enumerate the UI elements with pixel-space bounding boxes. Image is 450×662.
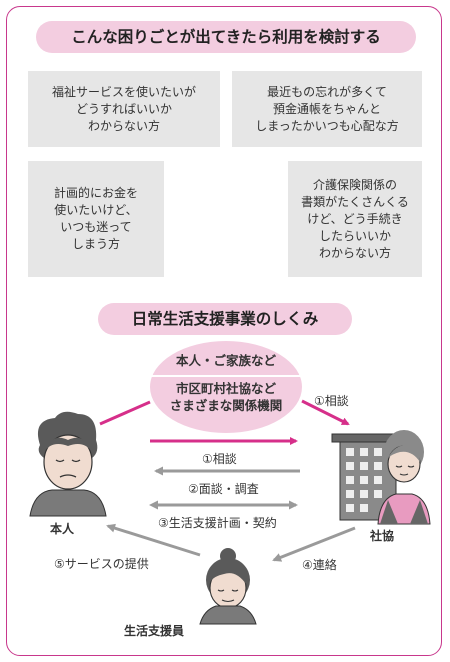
outer-frame — [6, 6, 442, 656]
label-council: 社協 — [370, 529, 395, 543]
consultation-oval — [150, 341, 302, 433]
label-consult-outer: ①相談 — [314, 394, 349, 408]
oval-bottom-label: 市区町村社協など さまざまな関係機関 — [169, 381, 283, 413]
concern-box-money-planning: 計画的にお金を 使いたいけど、 いつも迷って しまう方 — [28, 161, 164, 277]
arrow-person-to-oval — [99, 400, 151, 426]
arrow-supporter-to-person — [106, 523, 201, 557]
label-service: ⑤サービスの提供 — [54, 557, 149, 571]
concern-box-insurance-docs: 介護保険関係の 書類がたくさんくる けど、どう手続き したらいいか わからない方 — [288, 161, 422, 277]
section-header-concerns: こんな困りごとが出てきたら利用を検討する — [36, 21, 416, 53]
label-contact: ④連絡 — [302, 558, 337, 572]
person-illustration — [29, 411, 107, 517]
label-interview: ②面談・調査 — [188, 482, 259, 496]
section-header-mechanism: 日常生活支援事業のしくみ — [98, 303, 352, 335]
oval-divider — [150, 375, 302, 377]
council-staff-illustration — [377, 430, 431, 525]
supporter-illustration — [199, 548, 257, 625]
label-plan-contract: ③生活支援計画・契約 — [158, 516, 277, 530]
arrow-oval-to-council — [301, 399, 350, 426]
label-supporter: 生活支援員 — [124, 624, 185, 638]
label-person: 本人 — [50, 522, 75, 536]
arrow-council-to-supporter — [272, 526, 356, 562]
concern-box-forgetfulness: 最近もの忘れが多くて 預金通帳をちゃんと しまったかいつも心配な方 — [232, 71, 422, 147]
label-consult: ①相談 — [202, 452, 237, 466]
oval-top-label: 本人・ご家族など — [175, 353, 276, 368]
concern-box-welfare: 福祉サービスを使いたいが どうすればいいか わからない方 — [28, 71, 220, 147]
